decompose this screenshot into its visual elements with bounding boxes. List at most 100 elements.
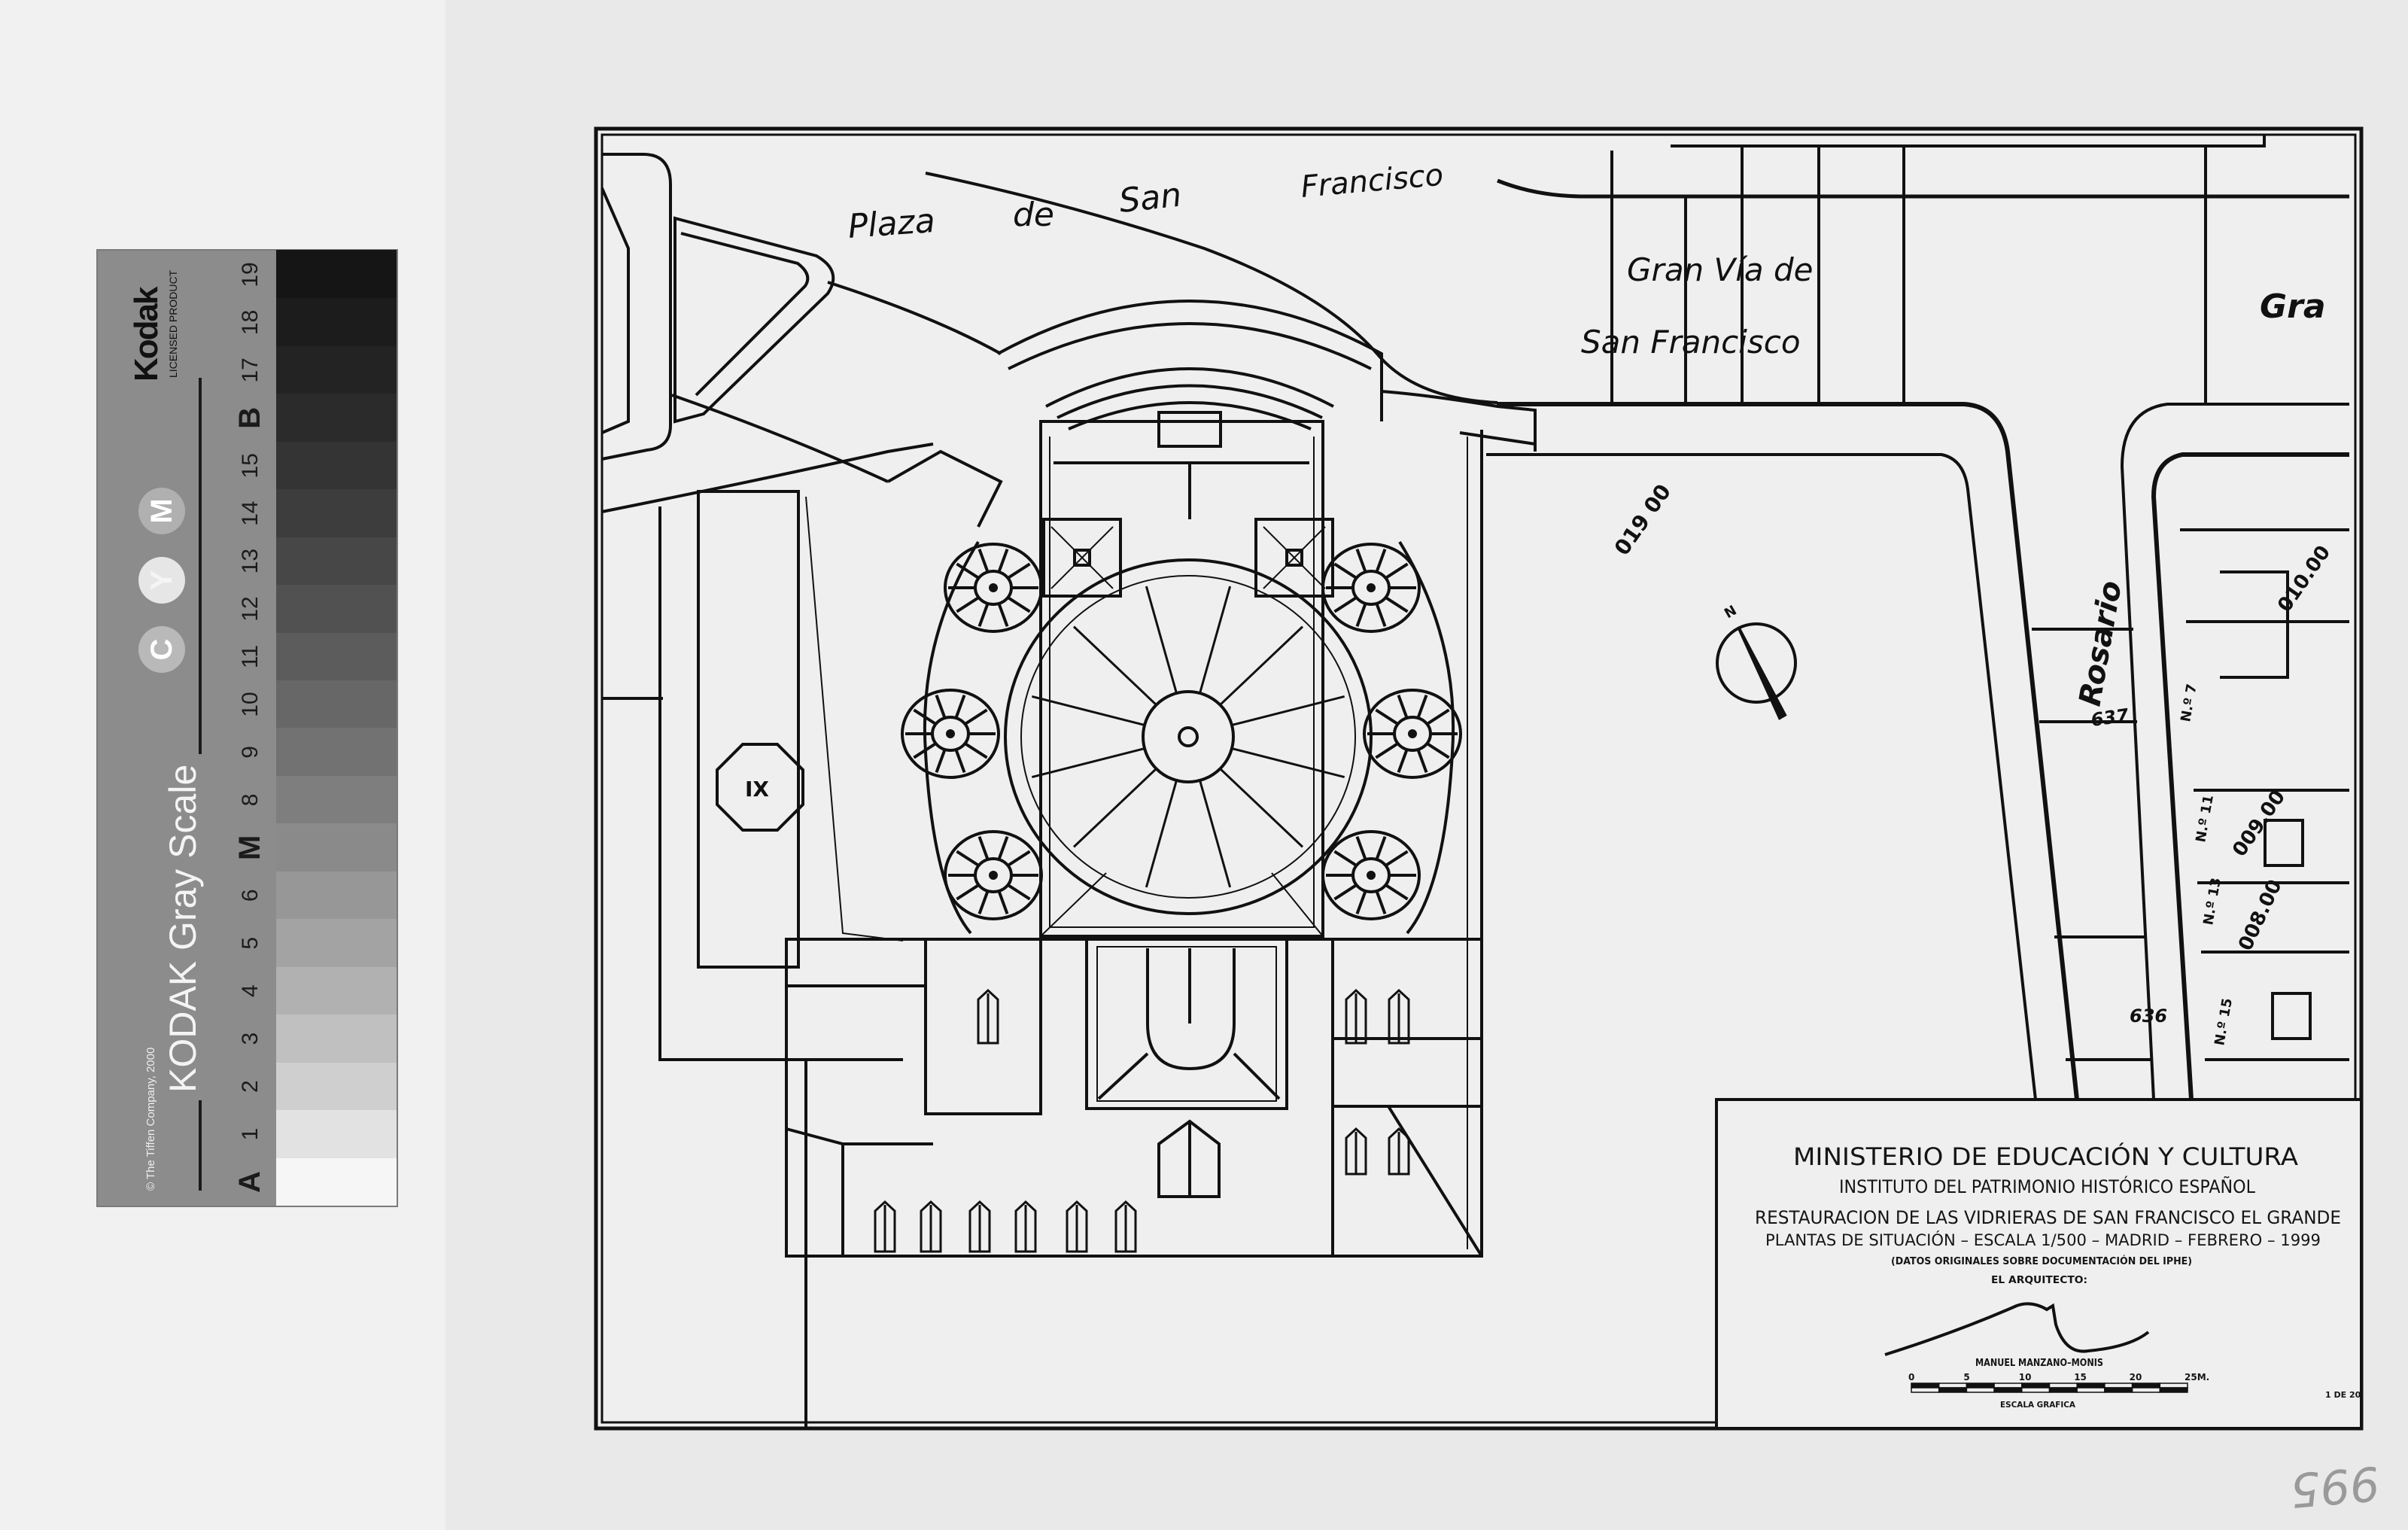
chapel-rib (954, 694, 966, 719)
scale-label: ESCALA GRAFICA (2000, 1400, 2075, 1410)
scale-tick-label: 25M. (2185, 1372, 2209, 1382)
window (920, 1200, 942, 1253)
scale-segment (2048, 1382, 2078, 1389)
window (1345, 1127, 1367, 1176)
chapel-dot (946, 729, 955, 738)
dome-rib (1219, 625, 1304, 706)
chapel-rib (1416, 694, 1428, 719)
chapel-rib (935, 749, 947, 774)
scale-segment (1911, 1387, 1940, 1393)
plaza-island (673, 216, 835, 424)
scale-tick-label: 5 (1963, 1372, 1969, 1382)
chapel-rib (1355, 603, 1367, 628)
scale-segment (1938, 1382, 1968, 1389)
chapel-rib (956, 596, 980, 613)
chapel-rib (1397, 694, 1409, 719)
chapel-rib (956, 884, 980, 901)
architect-name: MANUEL MANZANO–MONIS (1975, 1358, 2103, 1369)
chapel-rib (997, 603, 1009, 628)
scale-segment (2131, 1387, 2161, 1393)
chapel-rib (1416, 749, 1428, 774)
chapel-dot (1367, 871, 1376, 880)
scale-segment (1993, 1382, 2023, 1389)
dome-rib (1199, 586, 1232, 694)
chapel-rib (1333, 850, 1358, 867)
chapel-rib (1385, 562, 1409, 579)
drawing-frame-inner (600, 133, 2357, 1424)
graphic-scale-bar (1911, 1382, 2188, 1393)
chapel-rib (1007, 562, 1031, 579)
scale-segment (1966, 1387, 1995, 1393)
street-label: Plaza (847, 202, 936, 246)
chapel-rib (977, 548, 990, 573)
chapel-rib (1385, 596, 1409, 613)
window (968, 1200, 991, 1253)
octagon-label: IX (745, 777, 769, 802)
chapel-rib (1333, 562, 1358, 579)
dome-rib (1072, 625, 1157, 706)
chapel-dot (989, 871, 998, 880)
chapel-rib (935, 694, 947, 719)
street-edge (1497, 402, 2079, 1100)
chapel-rib (977, 835, 990, 860)
street-label: Gra (2260, 287, 2326, 326)
title-block: MINISTERIO DE EDUCACIÓN Y CULTURA INSTIT… (1715, 1098, 2363, 1430)
chapel-rib (1355, 835, 1367, 860)
scale-segment (2159, 1382, 2188, 1389)
chapel-rib (1007, 850, 1031, 867)
chapel-rib (956, 850, 980, 867)
institute-title: INSTITUTO DEL PATRIMONIO HISTÓRICO ESPAÑ… (1839, 1175, 2256, 1197)
west-wall (923, 540, 980, 935)
chapel-rib (1385, 850, 1409, 867)
chapel-outline (944, 543, 1043, 633)
scale-segment (2048, 1387, 2078, 1393)
scale-segment (1911, 1382, 1940, 1389)
chapel-rib (1385, 884, 1409, 901)
chapel-rib (1375, 603, 1387, 628)
window (1066, 1200, 1088, 1253)
handwritten-page-number: 995 (2288, 1455, 2382, 1518)
chapel-rib (1397, 749, 1409, 774)
source-note: (DATOS ORIGINALES SOBRE DOCUMENTACIÓN DE… (1891, 1255, 2192, 1267)
chapel-rib (977, 890, 990, 915)
architect-signature (1884, 1302, 2150, 1356)
chapel-outline (1321, 543, 1421, 633)
scale-segment (2076, 1382, 2105, 1389)
portico-outer-arc (997, 300, 1383, 421)
scale-segment (2021, 1382, 2051, 1389)
plan-details: PLANTAS DE SITUACIÓN – ESCALA 1/500 – MA… (1765, 1230, 2321, 1249)
dome-rib (1145, 586, 1178, 694)
scale-segment (1938, 1387, 1968, 1393)
chapel-rib (1333, 596, 1358, 613)
chapel-rib (964, 708, 988, 725)
rotunda-outer (1004, 558, 1373, 915)
bell-tower-left (1042, 518, 1122, 598)
street-label: Gran Vía de (1627, 251, 1814, 288)
dome-rib (1031, 747, 1145, 779)
chapel-rib (1375, 742, 1399, 759)
chapel-rib (1375, 890, 1387, 915)
chapel-rib (1355, 548, 1367, 573)
dome-rib (1145, 780, 1178, 888)
lot-number: 636 (2130, 1005, 2167, 1027)
chapel-rib (1007, 596, 1031, 613)
chapel-rib (1375, 835, 1387, 860)
street-label: San (1117, 176, 1184, 221)
dome-rib (1231, 695, 1345, 726)
chapel-dot (1408, 729, 1417, 738)
presbytery (1085, 938, 1288, 1110)
north-arrow-circle (1716, 622, 1797, 704)
scale-segment (2021, 1387, 2051, 1393)
scale-segment (2104, 1382, 2133, 1389)
chapel-dot (989, 583, 998, 592)
scale-segment (1993, 1387, 2023, 1393)
street-label: de (1013, 196, 1054, 234)
scale-tick-label: 10 (2019, 1372, 2032, 1382)
chapel-rib (956, 562, 980, 579)
window (874, 1200, 896, 1253)
lot-number: 637 (2090, 704, 2130, 731)
dome-rib (1219, 768, 1304, 848)
window (1114, 1200, 1137, 1253)
chapel-rib (1333, 884, 1358, 901)
chapel-rib (1375, 548, 1387, 573)
